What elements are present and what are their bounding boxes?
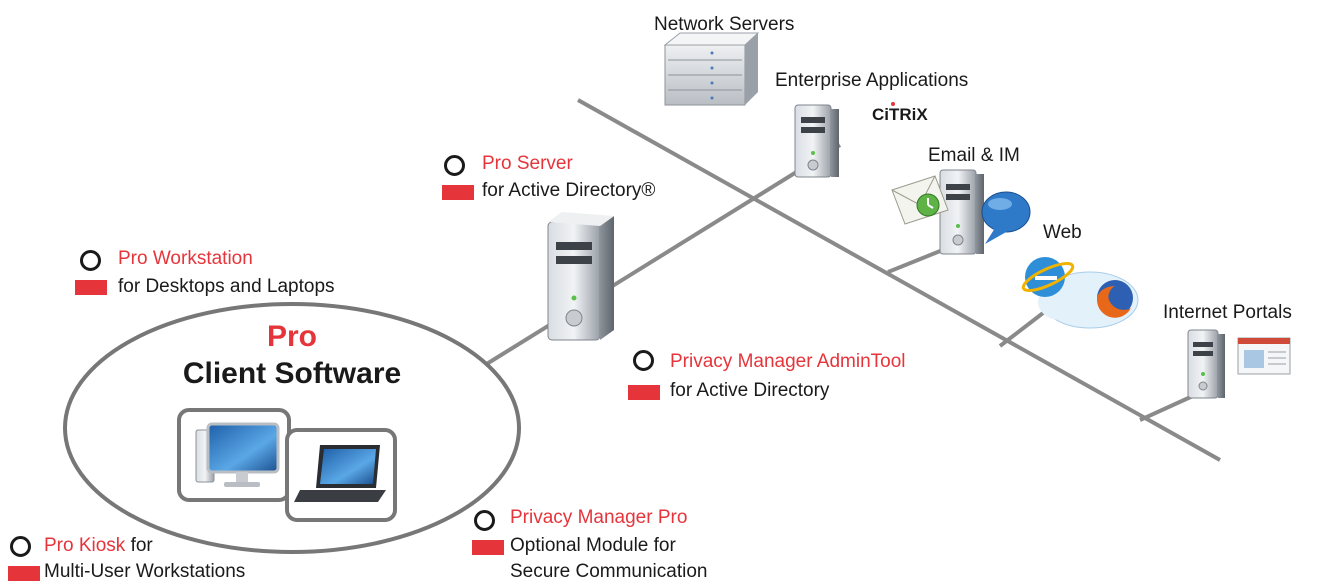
email-clock-icon bbox=[891, 175, 949, 225]
backbone-line bbox=[577, 98, 1221, 462]
tower-server-icon bbox=[794, 104, 839, 178]
admintool-desc: for Active Directory bbox=[670, 380, 830, 401]
web-label: Web bbox=[1043, 222, 1082, 243]
server-rack-icon bbox=[663, 32, 760, 106]
ring-icon bbox=[80, 250, 101, 271]
ring-icon bbox=[474, 510, 495, 531]
ie-browser-icon bbox=[1021, 257, 1075, 297]
pro-kiosk-suffix: for bbox=[125, 535, 153, 556]
ring-icon bbox=[10, 536, 31, 557]
flag-icon bbox=[472, 540, 504, 555]
web-portal-icon bbox=[1237, 337, 1291, 375]
internet-portals-label: Internet Portals bbox=[1163, 302, 1292, 323]
desktop-pc-icon bbox=[195, 422, 280, 487]
branch-portals bbox=[1139, 393, 1196, 422]
client-ellipse bbox=[63, 302, 521, 554]
pm-pro-name: Privacy Manager Pro bbox=[510, 507, 688, 528]
pro-kiosk-name: Pro Kiosk bbox=[44, 535, 126, 556]
firefox-icon bbox=[1097, 280, 1133, 318]
pro-server-desc: for Active Directory® bbox=[482, 180, 656, 201]
client-title: Client Software bbox=[182, 357, 402, 390]
pm-pro-desc2: Secure Communication bbox=[510, 561, 708, 582]
pro-kiosk-line: Pro Kiosk for bbox=[44, 535, 153, 557]
network-lines bbox=[483, 98, 1221, 462]
citrix-dot bbox=[891, 102, 895, 106]
flag-icon bbox=[8, 566, 40, 581]
admintool-name: Privacy Manager AdminTool bbox=[670, 351, 906, 372]
pm-pro-desc: Optional Module for bbox=[510, 535, 676, 556]
flag-icon bbox=[75, 280, 107, 295]
enterprise-apps-label: Enterprise Applications bbox=[775, 70, 969, 91]
email-im-label: Email & IM bbox=[928, 145, 1020, 166]
branch-line-servers bbox=[483, 143, 842, 367]
email-tower-icon bbox=[939, 169, 984, 255]
pro-kiosk-desc: Multi-User Workstations bbox=[44, 561, 246, 582]
pro-server-name: Pro Server bbox=[482, 153, 573, 174]
chat-bubble-icon bbox=[981, 191, 1031, 244]
pro-workstation-desc: for Desktops and Laptops bbox=[118, 276, 335, 297]
pro-server-tower-icon bbox=[547, 212, 614, 341]
network-servers-label: Network Servers bbox=[654, 14, 795, 35]
citrix-logo: CiTRiX bbox=[872, 105, 928, 124]
ring-icon bbox=[444, 155, 465, 176]
portal-tower-icon bbox=[1187, 329, 1225, 399]
flag-icon bbox=[442, 185, 474, 200]
flag-icon bbox=[628, 385, 660, 400]
client-title-accent: Pro bbox=[266, 320, 317, 353]
pro-workstation-name: Pro Workstation bbox=[118, 248, 253, 269]
laptop-icon bbox=[294, 445, 386, 502]
ring-icon bbox=[633, 350, 654, 371]
